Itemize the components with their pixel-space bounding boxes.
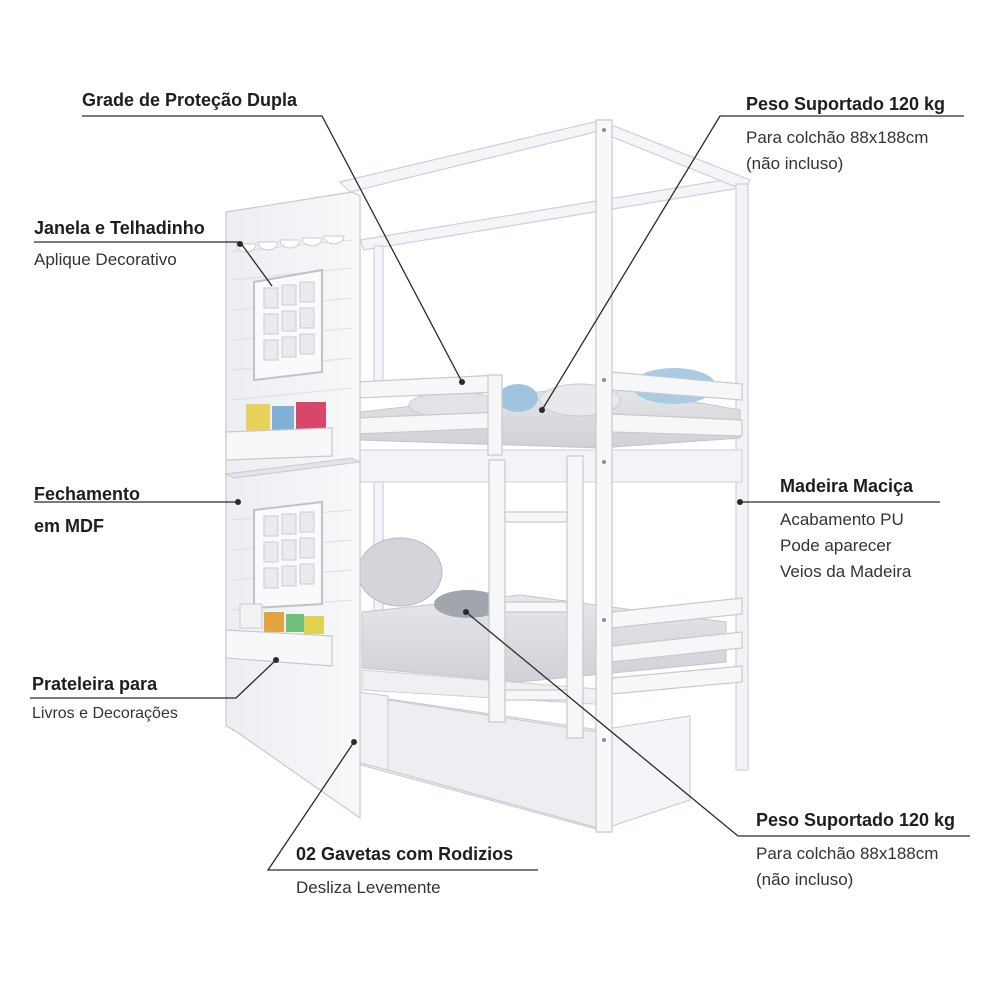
label-madeira-line-1: Acabamento PU <box>780 510 904 529</box>
lower-shelf <box>225 603 333 667</box>
label-madeira-title: Madeira Maciça <box>780 476 914 496</box>
label-peso-bottom-line-1: Para colchão 88x188cm <box>756 844 939 863</box>
lower-window <box>253 500 323 610</box>
label-prateleira-title: Prateleira para <box>32 674 158 694</box>
callout-prateleira: Prateleira para Livros e Decorações <box>32 674 178 727</box>
label-gavetas-title: 02 Gavetas com Rodizios <box>296 844 514 864</box>
ladder <box>488 455 584 739</box>
label-janela-line-1: Aplique Decorativo <box>34 250 177 269</box>
leader-dots <box>235 241 743 745</box>
callout-gavetas: 02 Gavetas com Rodizios Desliza Levement… <box>296 844 513 901</box>
front-right-post <box>595 119 613 833</box>
upper-guard-rail <box>355 371 743 456</box>
upper-window <box>253 268 323 382</box>
upper-shelf <box>225 402 333 461</box>
label-peso-bottom-title: Peso Suportado 120 kg <box>756 810 956 830</box>
label-peso-bottom-line-2: (não incluso) <box>756 870 854 889</box>
callout-fechamento: Fechamento em MDF <box>34 478 140 542</box>
lower-pillow-dark <box>434 590 502 618</box>
label-peso-top-title: Peso Suportado 120 kg <box>746 94 946 114</box>
label-grade-title: Grade de Proteção Dupla <box>82 90 298 110</box>
label-fechamento-line-2: em MDF <box>34 516 105 536</box>
label-janela-title: Janela e Telhadinho <box>34 218 205 238</box>
leader-lines <box>30 115 970 871</box>
callout-janela: Janela e Telhadinho Aplique Decorativo <box>34 218 205 273</box>
roof-scallops <box>235 235 345 253</box>
label-prateleira-line-1: Livros e Decorações <box>32 705 178 722</box>
label-peso-top-line-1: Para colchão 88x188cm <box>746 128 929 147</box>
callout-peso-bottom: Peso Suportado 120 kg Para colchão 88x18… <box>756 810 955 893</box>
label-madeira-line-2: Pode aparecer <box>780 536 892 555</box>
label-peso-top-line-2: (não incluso) <box>746 154 844 173</box>
upper-pillow-blue-2 <box>498 384 538 412</box>
house-panel <box>224 191 362 820</box>
label-fechamento-line-1: Fechamento <box>34 484 141 504</box>
label-gavetas-line-1: Desliza Levemente <box>296 878 441 897</box>
callout-madeira: Madeira Maciça Acabamento PU Pode aparec… <box>780 476 913 585</box>
callout-peso-top: Peso Suportado 120 kg Para colchão 88x18… <box>746 94 945 177</box>
label-madeira-line-3: Veios da Madeira <box>780 562 912 581</box>
lower-guard-rail <box>611 597 743 695</box>
canopy-frame <box>338 119 751 631</box>
lower-pillow-gray <box>357 537 443 607</box>
